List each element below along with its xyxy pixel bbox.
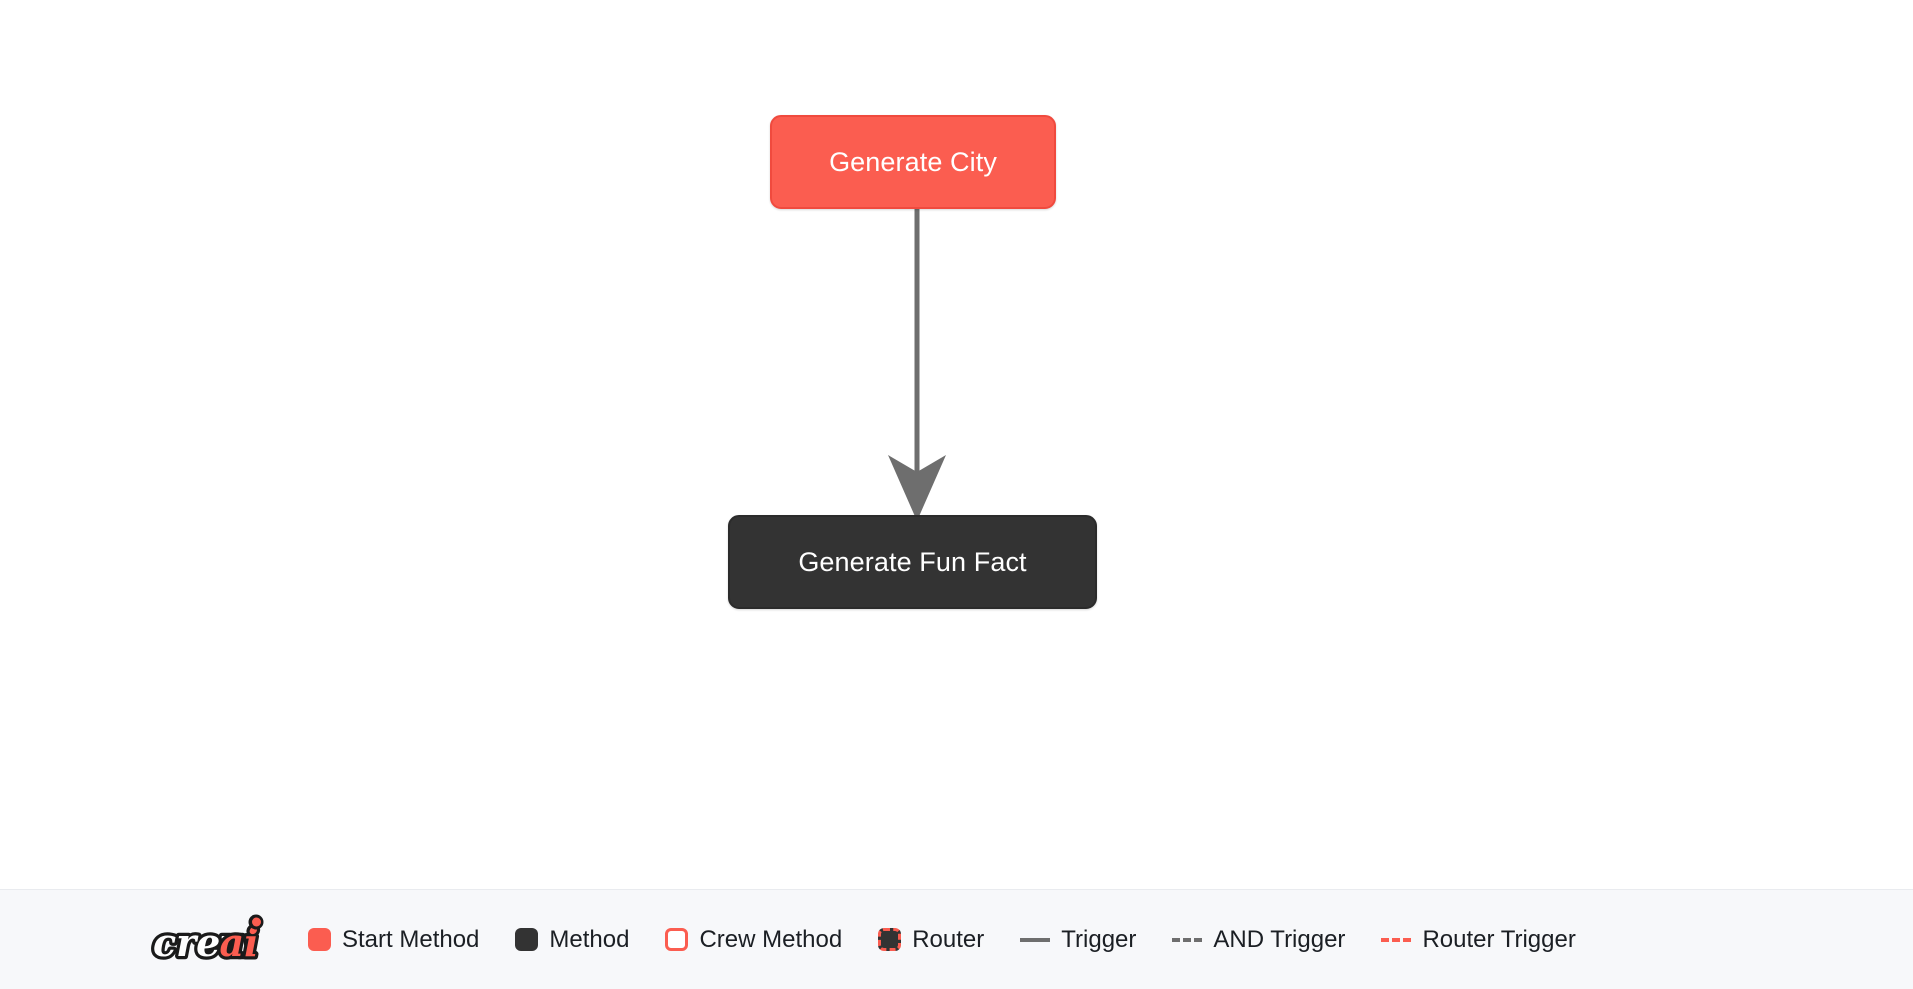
- edge-city-to-fun-fact[interactable]: [888, 209, 946, 521]
- legend-item-trigger: Trigger: [1020, 925, 1137, 953]
- flow-canvas[interactable]: Generate City Generate Fun Fact: [0, 0, 1913, 889]
- trigger-line-icon: [1020, 937, 1051, 942]
- and-trigger-line-icon: [1172, 937, 1203, 942]
- legend-item-crew-method: Crew Method: [665, 925, 843, 953]
- legend-label: Start Method: [342, 925, 480, 953]
- legend-item-and-trigger: AND Trigger: [1172, 925, 1346, 953]
- flow-node-generate-fun-fact[interactable]: Generate Fun Fact: [728, 515, 1097, 609]
- legend-item-router: Router: [878, 925, 985, 953]
- legend-label: Router Trigger: [1422, 925, 1576, 953]
- method-swatch-icon: [515, 928, 539, 951]
- start-method-swatch-icon: [308, 928, 331, 951]
- legend-label: Crew Method: [699, 925, 843, 953]
- router-trigger-line-icon: [1381, 937, 1412, 942]
- router-swatch-icon: [878, 928, 902, 951]
- legend-item-method: Method: [515, 925, 630, 953]
- flow-node-generate-city[interactable]: Generate City: [770, 115, 1056, 209]
- legend-label: Trigger: [1061, 925, 1137, 953]
- legend-item-start-method: Start Method: [308, 925, 480, 953]
- legend-items: Start Method Method Crew Method Router T…: [308, 925, 1576, 953]
- legend-label: AND Trigger: [1213, 925, 1346, 953]
- legend-item-router-trigger: Router Trigger: [1381, 925, 1576, 953]
- legend-bar: crew crew ai ai Start Method Method Crew…: [0, 889, 1913, 989]
- crew-method-swatch-icon: [665, 928, 689, 951]
- legend-label: Method: [549, 925, 630, 953]
- flow-node-label: Generate Fun Fact: [798, 546, 1027, 577]
- crewai-logo[interactable]: crew crew ai ai: [150, 910, 268, 970]
- flow-node-label: Generate City: [829, 146, 997, 177]
- legend-label: Router: [912, 925, 985, 953]
- svg-text:crew: crew: [153, 920, 254, 965]
- svg-text:crew: crew: [153, 920, 254, 965]
